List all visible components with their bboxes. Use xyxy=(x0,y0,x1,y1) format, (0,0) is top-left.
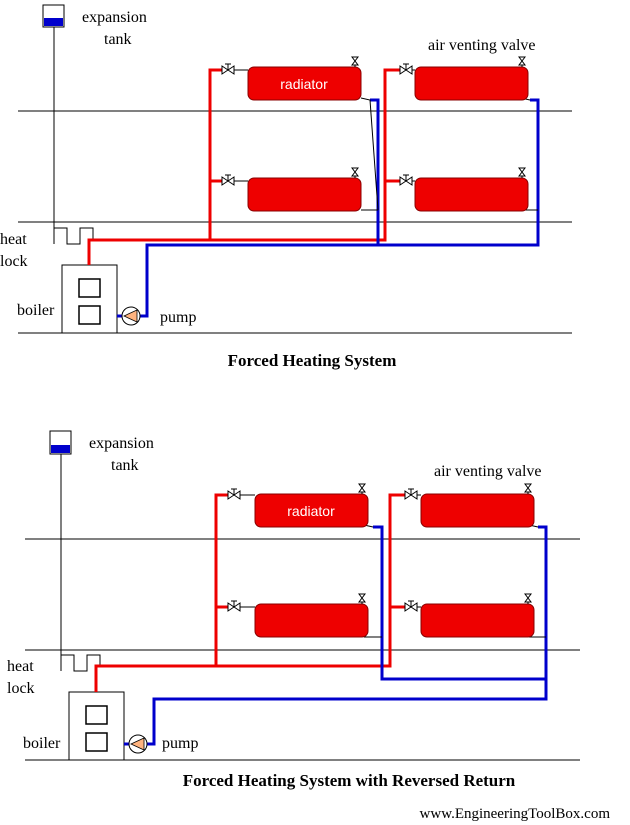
radiator-valve xyxy=(404,488,421,500)
return-pipe xyxy=(117,98,380,318)
radiator xyxy=(420,603,535,638)
return-stub xyxy=(360,97,379,211)
supply-pipe xyxy=(94,493,405,692)
air-venting-valve-label: air venting valve xyxy=(428,37,536,54)
return-pipe xyxy=(373,525,546,681)
supply-pipe xyxy=(87,68,400,265)
radiator xyxy=(414,177,529,212)
supply-riser xyxy=(214,493,228,666)
radiator-label: radiator xyxy=(287,503,335,519)
diagram-reversed-return: expansion tank heat lock boiler radiator xyxy=(7,430,580,790)
air-vent-valve xyxy=(358,483,366,494)
pump xyxy=(128,734,148,754)
diagram-title: Forced Heating System xyxy=(228,351,397,370)
credit-text: www.EngineeringToolBox.com xyxy=(420,806,611,822)
tank-label: tank xyxy=(104,31,132,48)
boiler-label: boiler xyxy=(17,302,55,319)
lock-label: lock xyxy=(0,253,28,270)
return-pipe xyxy=(124,525,548,746)
heat-label: heat xyxy=(0,231,27,248)
radiator-valve xyxy=(404,600,421,612)
boiler-label: boiler xyxy=(23,735,61,752)
expansion-label: expansion xyxy=(89,435,154,452)
pump-label: pump xyxy=(162,735,198,752)
radiator-label: radiator xyxy=(280,76,328,92)
radiator-valve xyxy=(221,63,248,75)
radiator-valve xyxy=(399,174,415,186)
tank-label: tank xyxy=(111,457,139,474)
air-vent-valve xyxy=(524,593,532,604)
pump-label: pump xyxy=(160,309,196,326)
boiler xyxy=(68,691,125,761)
expansion-label: expansion xyxy=(82,9,147,26)
air-vent-valve xyxy=(518,167,526,178)
air-vent-valve xyxy=(518,56,526,67)
air-vent-valve xyxy=(358,593,366,604)
radiator xyxy=(420,493,535,528)
expansion-tank xyxy=(49,430,72,671)
radiator xyxy=(247,177,362,212)
boiler xyxy=(61,264,118,334)
radiator-valve xyxy=(221,174,248,186)
return-pipe xyxy=(378,98,540,247)
air-vent-valve xyxy=(351,56,359,67)
radiator xyxy=(254,603,369,638)
expansion-tank xyxy=(42,4,65,244)
air-vent-valve xyxy=(351,167,359,178)
radiator-valve xyxy=(227,488,255,500)
pump xyxy=(121,306,141,326)
air-vent-valve xyxy=(524,483,532,494)
heat-lock xyxy=(53,227,94,245)
radiator-valve xyxy=(399,63,415,75)
radiator xyxy=(254,493,369,528)
air-venting-valve-label: air venting valve xyxy=(434,463,542,480)
radiator xyxy=(247,66,362,101)
diagram-forced-heating: expansion tank heat lock boiler radiator xyxy=(0,4,572,370)
supply-riser xyxy=(208,68,222,240)
heat-lock xyxy=(60,654,101,672)
radiator xyxy=(414,66,529,101)
radiator-valve xyxy=(227,600,255,612)
lock-label: lock xyxy=(7,680,35,697)
diagram-title: Forced Heating System with Reversed Retu… xyxy=(183,771,516,790)
heat-label: heat xyxy=(7,658,34,675)
